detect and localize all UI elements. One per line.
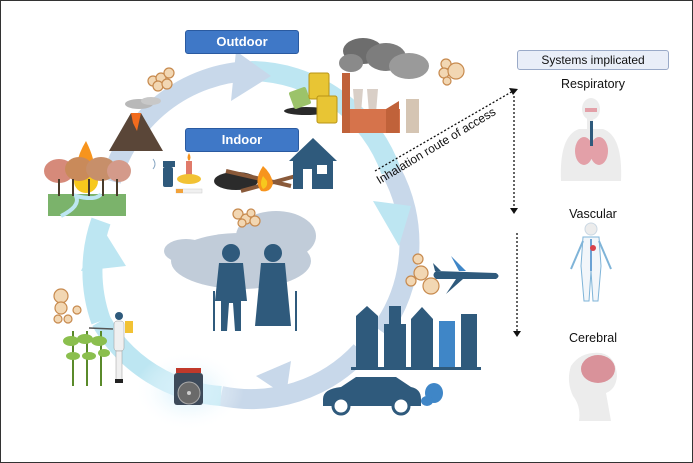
ring-arrowhead-top bbox=[231, 51, 271, 101]
system-label-respiratory: Respiratory bbox=[561, 77, 625, 91]
brain-head-icon bbox=[568, 352, 617, 421]
route-arrowhead-bottom bbox=[513, 331, 521, 337]
car-exhaust-icon bbox=[323, 377, 443, 416]
city-buildings-icon bbox=[351, 306, 481, 370]
ring-arc-top bbox=[101, 61, 252, 184]
route-arrowhead-top bbox=[509, 88, 518, 95]
system-label-cerebral: Cerebral bbox=[569, 331, 617, 345]
cigarette-icon bbox=[175, 188, 203, 194]
ring-arc-left bbox=[82, 217, 111, 325]
ring-arrowhead-bottom bbox=[256, 361, 291, 396]
circulatory-system-icon bbox=[570, 222, 612, 302]
wood-burning-icon bbox=[214, 166, 297, 193]
particles-cluster-right bbox=[405, 253, 440, 295]
tractor-icon bbox=[174, 368, 203, 405]
lungs-anatomy-icon bbox=[560, 98, 622, 181]
route-arrowhead-mid bbox=[510, 208, 518, 214]
house-icon bbox=[289, 138, 337, 189]
ring-arrowhead-left bbox=[81, 226, 126, 271]
wildfire-forest-icon bbox=[44, 141, 131, 218]
route-diagonal-line bbox=[374, 90, 514, 172]
system-label-vascular: Vascular bbox=[569, 207, 617, 221]
oil-barrels-icon bbox=[284, 72, 338, 124]
spray-bottle-icon bbox=[152, 158, 175, 187]
elderly-couple-cloud-icon bbox=[164, 211, 316, 331]
volcano-icon bbox=[109, 97, 163, 151]
indoor-label: Indoor bbox=[185, 128, 299, 152]
particles-cluster-top-right bbox=[438, 58, 465, 86]
outdoor-label: Outdoor bbox=[185, 30, 299, 54]
pesticide-sprayer-person-icon bbox=[88, 312, 133, 383]
particles-cluster-top-left bbox=[147, 67, 175, 92]
ring-arrowhead-right bbox=[373, 201, 411, 246]
inhalation-route-arrows bbox=[374, 90, 518, 331]
candle-icon bbox=[177, 153, 201, 184]
crops-plants-icon bbox=[63, 331, 110, 386]
particles-cluster-center bbox=[232, 208, 261, 228]
airplane-icon bbox=[433, 256, 499, 294]
systems-implicated-header: Systems implicated bbox=[517, 50, 669, 70]
factory-smoke-icon bbox=[339, 38, 429, 133]
particles-cluster-left bbox=[53, 288, 82, 324]
